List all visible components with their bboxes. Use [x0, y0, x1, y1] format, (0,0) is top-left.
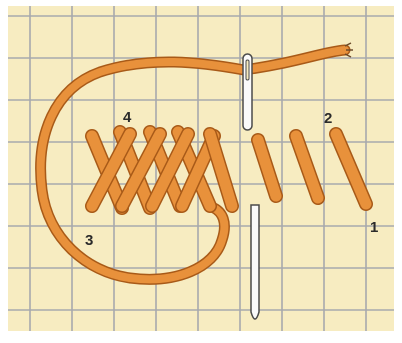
label-3: 3: [85, 232, 93, 249]
label-2: 2: [324, 110, 332, 127]
label-1: 1: [370, 219, 378, 236]
label-4: 4: [123, 109, 132, 126]
